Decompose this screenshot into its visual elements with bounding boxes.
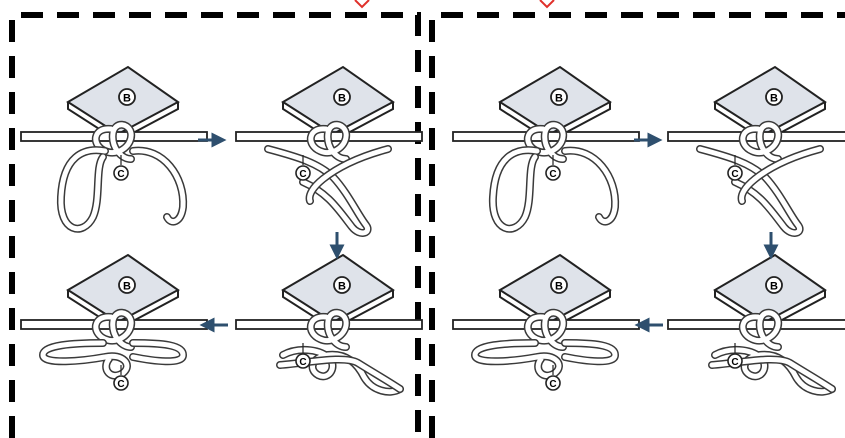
label-b: B bbox=[555, 281, 563, 293]
label-b: B bbox=[770, 93, 778, 105]
right-panel-frame bbox=[429, 12, 845, 438]
knot-step-left-2: BC bbox=[235, 65, 423, 237]
label-c: C bbox=[299, 169, 306, 180]
label-b: B bbox=[555, 93, 563, 105]
label-b: B bbox=[338, 281, 346, 293]
knot-step-left-1: BC bbox=[20, 65, 208, 233]
knot-step-right-3: BC bbox=[452, 253, 640, 391]
label-c: C bbox=[549, 169, 556, 180]
knot-step-right-4: BC bbox=[667, 253, 845, 396]
label-c: C bbox=[731, 357, 738, 368]
label-b: B bbox=[123, 93, 131, 105]
label-c: C bbox=[117, 169, 124, 180]
knot-step-left-3: BC bbox=[20, 253, 208, 391]
rope bbox=[488, 120, 620, 233]
rope bbox=[696, 120, 824, 237]
top-marker-left bbox=[354, 0, 370, 9]
label-c: C bbox=[117, 379, 124, 390]
rope bbox=[264, 120, 392, 237]
label-c: C bbox=[731, 169, 738, 180]
rope bbox=[56, 120, 188, 233]
top-marker-right bbox=[539, 0, 555, 9]
label-c: C bbox=[299, 357, 306, 368]
rope bbox=[471, 308, 619, 380]
label-b: B bbox=[338, 93, 346, 105]
label-c: C bbox=[549, 379, 556, 390]
knot-step-right-1: BC bbox=[452, 65, 640, 233]
label-b: B bbox=[123, 281, 131, 293]
left-panel-frame bbox=[9, 12, 421, 438]
knot-step-right-2: BC bbox=[667, 65, 845, 237]
knot-step-left-4: BC bbox=[235, 253, 423, 396]
label-b: B bbox=[770, 281, 778, 293]
rope bbox=[39, 308, 187, 380]
